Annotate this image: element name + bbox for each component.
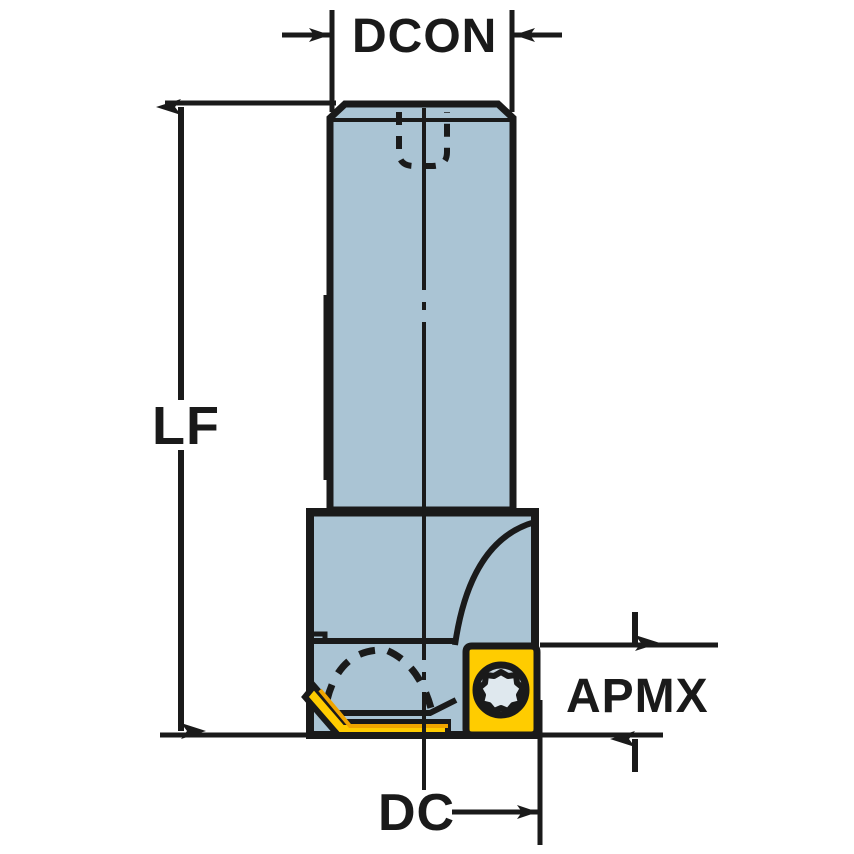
dimension-apmx: APMX — [540, 612, 718, 772]
apmx-label: APMX — [566, 670, 709, 723]
dcon-label: DCON — [352, 10, 497, 63]
torx-star-socket-icon — [476, 669, 526, 714]
tool-body-group — [301, 100, 541, 790]
dimension-dc: DC — [378, 700, 543, 845]
chip-flute-arc — [452, 519, 536, 646]
dimension-dcon: DCON — [282, 10, 562, 112]
lf-label: LF — [152, 396, 220, 456]
cylindrical-shank — [326, 100, 517, 514]
head-left-shoulder-notch — [310, 631, 328, 641]
dimension-lf: LF — [152, 99, 336, 739]
insert-cutting-edge-left-highlight — [318, 688, 448, 728]
dc-label: DC — [378, 784, 455, 842]
